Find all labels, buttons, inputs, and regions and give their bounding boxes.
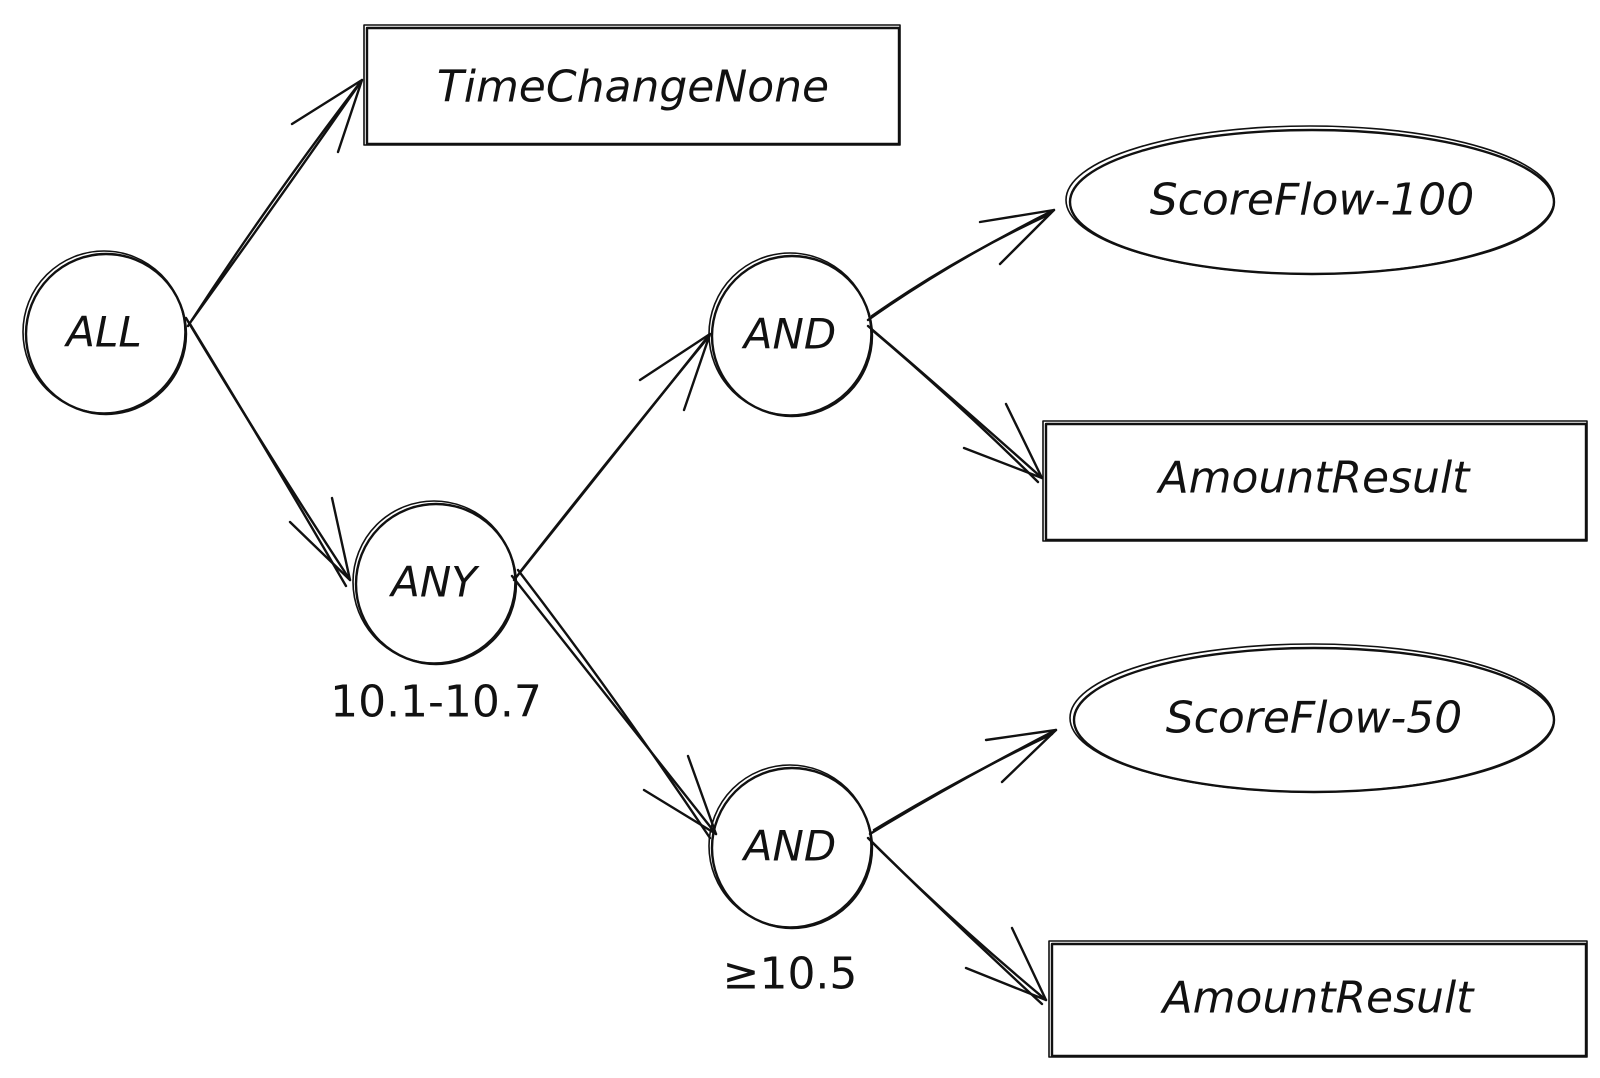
node-scoreflow-50-label: ScoreFlow-50: [1166, 693, 1463, 744]
node-and-bottom-label: AND: [741, 822, 837, 871]
edge-and-bottom-to-scoreflow-50: [868, 728, 1058, 836]
edge-all-to-timechangenone: [186, 78, 364, 328]
edge-all-to-any: [184, 316, 352, 588]
node-amountresult-bottom-label: AmountResult: [1160, 973, 1476, 1024]
edge-and-top-to-amountresult-top: [866, 324, 1044, 484]
node-and-top: AND: [708, 252, 874, 418]
node-and-bottom-threshold-annotation: ≥10.5: [723, 949, 858, 1000]
edge-and-bottom-to-amountresult-bottom: [866, 836, 1048, 1006]
edge-and-top-to-scoreflow-100: [866, 208, 1056, 322]
node-amountresult-top: AmountResult: [1042, 420, 1588, 542]
node-any-range-annotation: 10.1-10.7: [330, 677, 542, 728]
node-all-label: ALL: [63, 308, 142, 357]
node-scoreflow-100-label: ScoreFlow-100: [1150, 175, 1475, 226]
node-scoreflow-50: ScoreFlow-50: [1069, 643, 1556, 794]
node-amountresult-top-label: AmountResult: [1156, 453, 1472, 504]
node-timechangenone-label: TimeChangeNone: [437, 62, 829, 113]
node-timechangenone: TimeChangeNone: [363, 24, 901, 146]
edge-any-to-and-bottom: [510, 568, 718, 840]
node-scoreflow-100: ScoreFlow-100: [1065, 125, 1556, 276]
node-any: ANY: [352, 500, 518, 666]
node-any-label: ANY: [388, 558, 480, 607]
node-and-top-label: AND: [741, 310, 837, 359]
node-amountresult-bottom: AmountResult: [1048, 940, 1588, 1058]
node-all: ALL: [22, 250, 188, 416]
node-and-bottom: AND: [708, 764, 874, 930]
edge-any-to-and-top: [512, 332, 712, 582]
